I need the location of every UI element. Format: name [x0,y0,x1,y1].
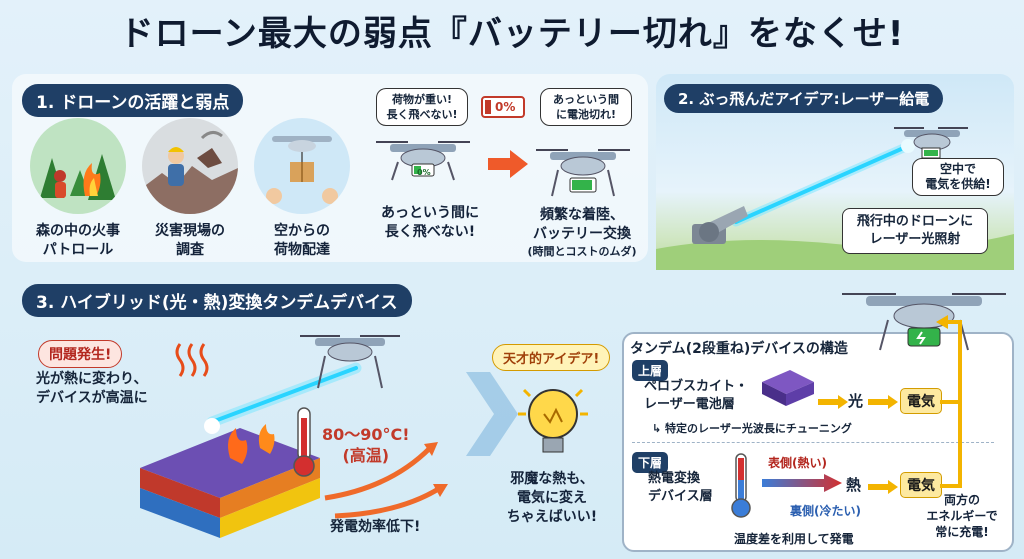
air-supply-bubble-line2: 電気を供給! [925,177,991,191]
use1-caption-line1: 森の中の火事 [36,223,120,239]
hot-side-label: 表側(熱い) [768,456,827,470]
battery-empty-bubble: あっという間 に電池切れ! [540,88,632,126]
problem-tag: 問題発生! [38,340,123,368]
efficiency-drop: 発電効率低下! [330,519,421,535]
landing-caption: 頻繁な着陸、 バッテリー交換 (時間とコストのムダ) [514,206,650,259]
heavy-load-bubble-line2: 長く飛べない! [386,108,458,121]
landing-caption-line1: 頻繁な着陸、 [540,207,624,223]
both-energy-text: 両方の エネルギーで 常に充電! [912,492,1012,540]
page-title: ドローン最大の弱点『バッテリー切れ』をなくせ! [119,14,905,54]
use3-caption: 空からの 荷物配達 [242,222,362,260]
lower-output-electricity: 電気 [900,472,942,498]
upper-arrow2-icon [868,394,898,413]
use3-caption-line1: 空からの [274,223,330,239]
device-scene [120,318,480,548]
problem-text: 光が熱に変わり、 デバイスが高温に [36,370,148,408]
battery-percent: 0% [495,100,516,114]
heavy-load-bubble-line1: 荷物が重い! [391,93,453,106]
idea-text-line3: ちゃえばいい! [506,509,598,525]
problem-text-line1: 光が熱に変わり、 [36,371,148,387]
upper-arrow-icon [818,394,848,413]
red-arrow-icon [488,150,528,182]
chevron-right-icon [466,372,518,460]
structure-title: タンデム(2段重ね)デバイスの構造 [630,341,848,357]
charging-drone-icon [836,284,1012,354]
lower-note: 温度差を利用して発電 [734,532,854,546]
perovskite-cell-icon [756,362,816,416]
laser-scene [656,74,1014,270]
problem-caption-line2: 長く飛べない! [384,224,476,240]
lower-layer-name: 熱電変換 デバイス層 [648,470,713,506]
laser-note: 飛行中のドローンに レーザー光照射 [842,208,988,254]
delivery-illustration [254,118,350,214]
lightbulb-icon [518,380,588,474]
drone-battery-label: 0% [417,168,431,177]
both-energy-line1: 両方の [943,493,980,507]
forest-fire-illustration [30,118,126,214]
upper-output-electricity: 電気 [900,388,942,414]
disaster-site-illustration [142,118,238,214]
use2-caption-line2: 調査 [176,242,204,258]
problem-caption: あっという間に 長く飛べない! [368,204,492,242]
lower-layer-name-line1: 熱電変換 [648,471,701,486]
battery-empty-bubble-line2: に電池切れ! [555,108,617,121]
landing-caption-line3: (時間とコストのムダ) [527,245,637,258]
idea-text: 邪魔な熱も、 電気に変え ちゃえばいい! [490,470,614,527]
air-supply-bubble: 空中で 電気を供給! [912,158,1004,196]
idea-text-line2: 電気に変え [517,490,587,506]
lower-input-heat: 熱 [846,476,862,494]
heavy-load-bubble: 荷物が重い! 長く飛べない! [376,88,468,126]
problem-caption-line1: あっという間に [381,205,479,221]
battery-empty-icon: 0% [481,96,525,118]
use2-caption: 災害現場の 調査 [130,222,250,260]
air-supply-bubble-line1: 空中で [939,162,976,176]
charge-feedback-line [936,315,996,502]
both-energy-line3: 常に充電! [935,525,989,539]
idea-tag: 天才的アイデア! [492,344,611,371]
upper-layer-name-line1: ペロブスカイト・ [644,379,749,394]
both-energy-line2: エネルギーで [926,509,998,523]
battery-empty-bubble-line1: あっという間 [553,93,619,106]
temperature-label: 80〜90°C! (高温) [322,424,410,466]
thermometer-icon [728,452,754,526]
heavy-drone-icon [368,132,478,192]
section3-label: 3. ハイブリッド(光・熱)変換タンデムデバイス [22,284,412,317]
use2-caption-line1: 災害現場の [155,223,225,239]
upper-layer-tag: 上層 [632,360,669,381]
laser-note-line2: レーザー光照射 [869,232,961,247]
upper-layer-name-line2: レーザー電池層 [644,397,735,412]
use3-caption-line2: 荷物配達 [274,242,330,258]
temperature-line2: (高温) [342,446,390,465]
gradient-arrow-icon [762,474,842,496]
lower-layer-tag: 下層 [632,452,669,473]
lower-layer-name-line2: デバイス層 [648,489,713,504]
section1-label: 1. ドローンの活躍と弱点 [22,84,244,117]
use1-caption-line2: パトロール [42,242,114,258]
laser-note-line1: 飛行中のドローンに [856,214,974,229]
temperature-line1: 80〜90°C! [322,425,410,444]
use1-caption: 森の中の火事 パトロール [18,222,138,260]
section2-label: 2. ぶっ飛んだアイデア:レーザー給電 [664,84,944,113]
upper-layer-name: ペロブスカイト・ レーザー電池層 [644,378,748,414]
lower-arrow-icon [868,479,898,498]
cold-side-label: 裏側(冷たい) [790,504,861,518]
upper-note: ↳ 特定のレーザー光波長にチューニング [652,422,852,435]
upper-input-light: 光 [848,392,864,410]
divider [632,442,994,443]
landing-caption-line2: バッテリー交換 [533,226,631,242]
landing-drone-icon [528,140,638,200]
idea-text-line1: 邪魔な熱も、 [510,471,594,487]
problem-text-line2: デバイスが高温に [36,390,148,406]
